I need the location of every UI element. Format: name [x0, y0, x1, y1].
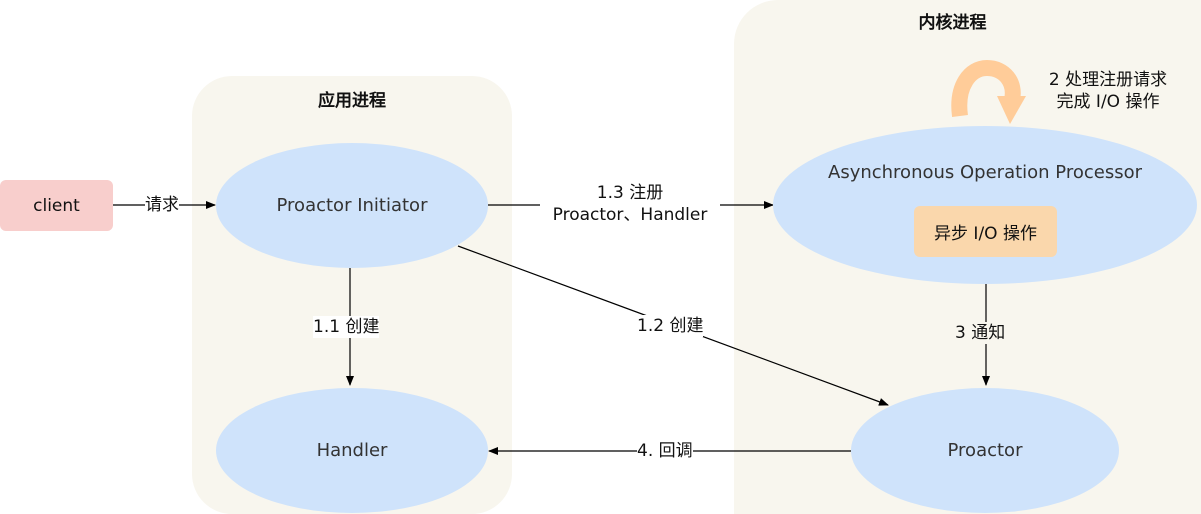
handler-node: Handler — [216, 388, 488, 513]
async-io-node: 异步 I/O 操作 — [914, 206, 1057, 257]
async-operation-processor-node: Asynchronous Operation Processor — [773, 126, 1197, 284]
client-node: client — [0, 180, 113, 231]
proactor-initiator-node: Proactor Initiator — [216, 143, 488, 268]
edge-label-process-line2: 完成 I/O 操作 — [1056, 92, 1160, 112]
edge-label-register-line2: Proactor、Handler — [552, 205, 708, 225]
kernel-process-title: 内核进程 — [918, 13, 987, 33]
edge-label-notify: 3 通知 — [955, 322, 1006, 344]
edge-label-process: 2 处理注册请求 完成 I/O 操作 — [1028, 69, 1188, 113]
edge-label-create-handler: 1.1 创建 — [313, 316, 380, 338]
proactor-node: Proactor — [851, 388, 1119, 513]
app-process-title: 应用进程 — [318, 91, 386, 111]
edge-label-process-line1: 2 处理注册请求 — [1048, 70, 1168, 90]
edge-label-register-line1: 1.3 注册 — [596, 183, 664, 203]
edge-label-request: 请求 — [145, 194, 179, 216]
loop-arrow-icon — [951, 59, 1026, 124]
edge-label-create-proactor: 1.2 创建 — [637, 315, 704, 337]
edge-label-callback: 4. 回调 — [637, 440, 693, 462]
async-operation-processor-label: Asynchronous Operation Processor — [828, 162, 1142, 183]
edge-label-register: 1.3 注册 Proactor、Handler — [540, 182, 720, 226]
